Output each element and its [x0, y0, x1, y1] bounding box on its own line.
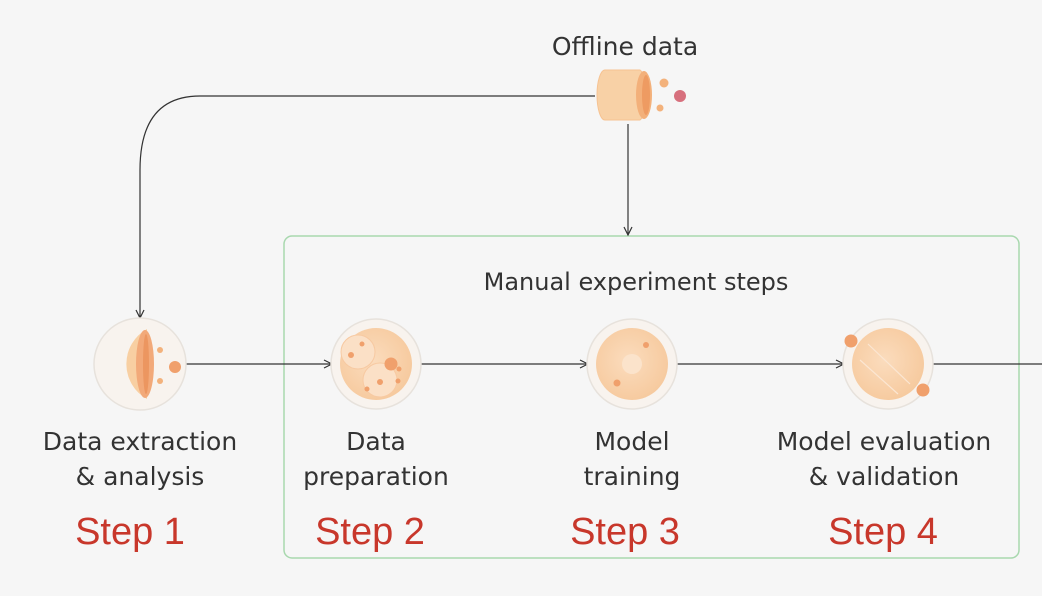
step-4-text: Model evaluation & validation Step 4: [777, 427, 992, 553]
step-2-label: Step 2: [315, 511, 425, 553]
step-3-title-line1: Model: [594, 427, 669, 456]
step-3-text: Model training Step 3: [570, 427, 680, 553]
data-extraction-icon: [93, 317, 187, 411]
model-training-icon: [586, 318, 678, 410]
step-4-title-line2: & validation: [809, 462, 960, 491]
offline-data-icon: [596, 69, 686, 121]
model-evaluation-icon: [842, 318, 934, 410]
step-2-text: Data preparation Step 2: [303, 427, 449, 553]
step-4-title-line1: Model evaluation: [777, 427, 992, 456]
step-2-title-line2: preparation: [303, 462, 449, 491]
step-1-title-line2: & analysis: [76, 462, 205, 491]
step-4-label: Step 4: [828, 511, 938, 553]
step-3-title-line2: training: [584, 462, 681, 491]
experiment-box-title: Manual experiment steps: [484, 268, 789, 296]
step-3-label: Step 3: [570, 511, 680, 553]
offline-to-step1-connector: [140, 95, 595, 318]
manual-experiment-box: [283, 235, 1020, 559]
step-1-label: Step 1: [75, 511, 185, 553]
data-preparation-icon: [330, 318, 422, 410]
step-1-title-line1: Data extraction: [43, 427, 237, 456]
step-1-text: Data extraction & analysis Step 1: [43, 427, 237, 553]
step-2-title-line1: Data: [346, 427, 406, 456]
offline-data-label: Offline data: [552, 32, 698, 61]
